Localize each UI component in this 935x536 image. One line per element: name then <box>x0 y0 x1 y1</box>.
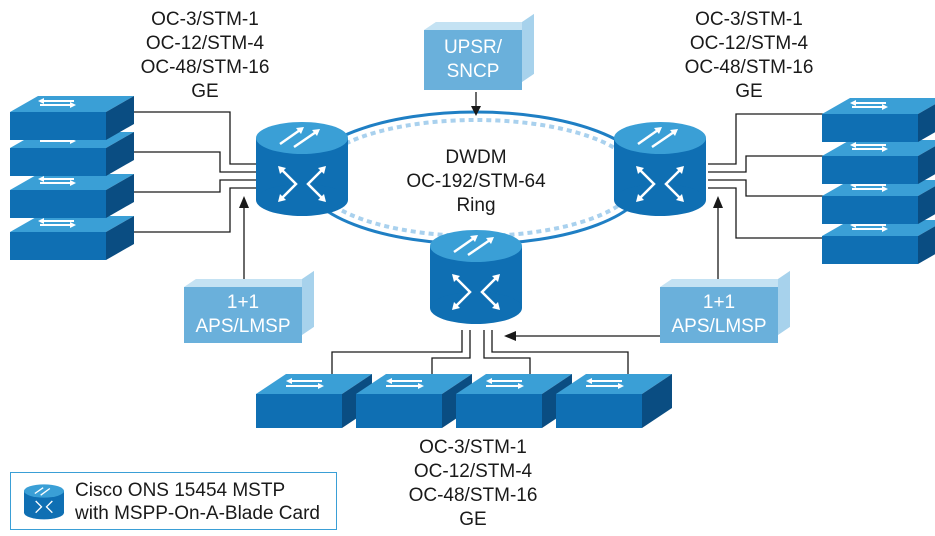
right-switch-stack <box>821 97 935 265</box>
aps-right-line-1: 1+1 <box>702 292 736 313</box>
legend-text: Cisco ONS 15454 MSTP with MSPP-On-A-Blad… <box>75 479 320 525</box>
mstp-node-icon <box>24 484 64 520</box>
top-right-line-4: GE <box>735 81 763 102</box>
top-right-line-2: OC-12/STM-4 <box>689 33 809 54</box>
aps-right-box: 1+1 APS/LMSP <box>660 270 790 343</box>
bottom-links <box>331 330 629 376</box>
bottom-line-4: GE <box>459 509 487 530</box>
top-left-line-3: OC-48/STM-16 <box>140 57 270 78</box>
legend-line-2: with MSPP-On-A-Blade Card <box>75 503 320 524</box>
top-right-line-3: OC-48/STM-16 <box>684 57 814 78</box>
legend-line-1: Cisco ONS 15454 MSTP <box>75 480 286 501</box>
upsr-line-1: UPSR/ <box>443 37 503 58</box>
top-right-line-1: OC-3/STM-1 <box>695 9 803 30</box>
aps-left-line-1: 1+1 <box>226 292 260 313</box>
top-left-line-2: OC-12/STM-4 <box>145 33 265 54</box>
top-left-interfaces-label: OC-3/STM-1 OC-12/STM-4 OC-48/STM-16 GE <box>130 8 280 104</box>
aps-left-line-2: APS/LMSP <box>195 316 291 337</box>
top-right-interfaces-label: OC-3/STM-1 OC-12/STM-4 OC-48/STM-16 GE <box>674 8 824 104</box>
left-switch-stack <box>9 95 135 261</box>
ons-node-bottom <box>428 228 524 326</box>
ons-node-left <box>254 120 350 218</box>
ring-line-1: DWDM <box>445 147 507 168</box>
upsr-sncp-box: UPSR/ SNCP <box>424 13 534 90</box>
right-links <box>708 113 826 239</box>
aps-left-box: 1+1 APS/LMSP <box>184 270 314 343</box>
aps-right-line-2: APS/LMSP <box>671 316 767 337</box>
ring-label: DWDM OC-192/STM-64 Ring <box>396 146 556 218</box>
top-left-line-4: GE <box>191 81 219 102</box>
bottom-switch-row <box>255 373 673 429</box>
ring-line-3: Ring <box>456 195 496 216</box>
legend: Cisco ONS 15454 MSTP with MSPP-On-A-Blad… <box>10 472 337 530</box>
bottom-line-1: OC-3/STM-1 <box>419 437 527 458</box>
top-left-line-1: OC-3/STM-1 <box>151 9 259 30</box>
upsr-line-2: SNCP <box>446 61 500 82</box>
bottom-interfaces-label: OC-3/STM-1 OC-12/STM-4 OC-48/STM-16 GE <box>398 436 548 532</box>
ons-node-right <box>612 120 708 218</box>
bottom-line-2: OC-12/STM-4 <box>413 461 533 482</box>
ring-line-2: OC-192/STM-64 <box>406 171 546 192</box>
bottom-line-3: OC-48/STM-16 <box>408 485 538 506</box>
left-links <box>110 111 256 233</box>
